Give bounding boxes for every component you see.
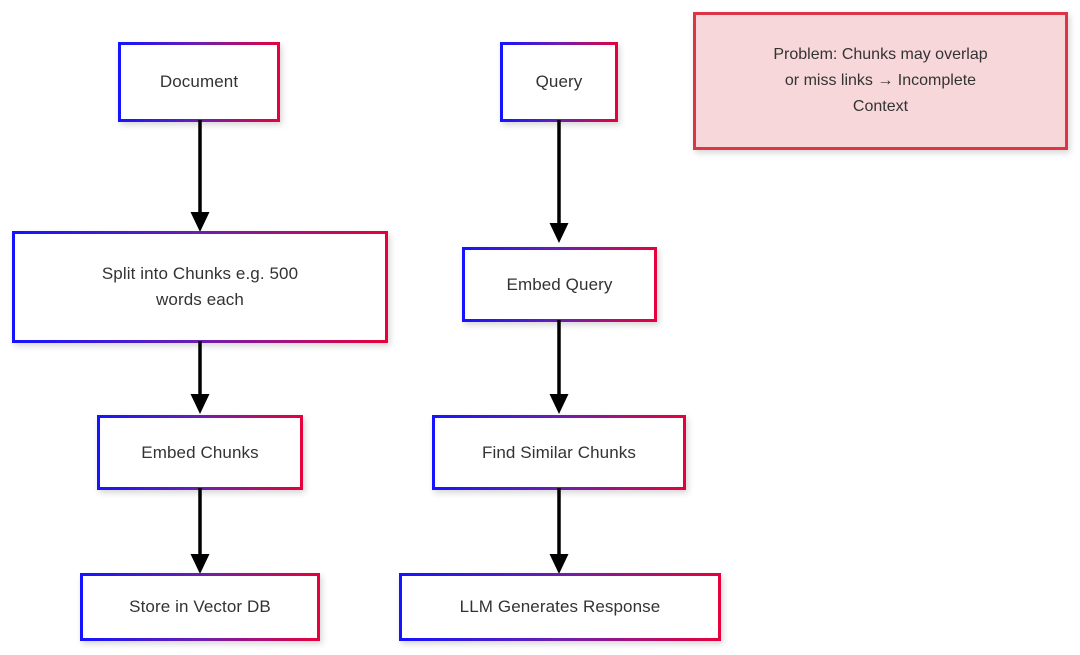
arrow-find-similar-chunks-to-llm-generates <box>544 488 574 575</box>
arrow-document-to-split-chunks <box>185 120 215 233</box>
node-find-similar-chunks[interactable]: Find Similar Chunks <box>432 415 686 490</box>
node-find-similar-chunks-body: Find Similar Chunks <box>435 418 683 487</box>
node-query-label: Query <box>535 72 583 91</box>
node-find-similar-chunks-label: Find Similar Chunks <box>481 442 636 462</box>
node-store-vector-db-label: Store in Vector DB <box>129 597 271 616</box>
arrow-query-to-embed-query <box>544 120 574 244</box>
node-document-label: Document <box>159 72 239 91</box>
node-split-chunks[interactable]: Split into Chunks e.g. 500 words each <box>12 231 388 343</box>
node-llm-generates-response-label: LLM Generates Response <box>459 597 661 616</box>
node-embed-chunks[interactable]: Embed Chunks <box>97 415 303 490</box>
node-split-chunks-label: Split into Chunks e.g. 500 words each <box>101 264 299 309</box>
node-embed-query-body: Embed Query <box>465 250 654 319</box>
arrow-embed-chunks-to-store-vector-db <box>185 488 215 575</box>
node-store-vector-db[interactable]: Store in Vector DB <box>80 573 320 641</box>
node-query[interactable]: Query <box>500 42 618 122</box>
problem-callout[interactable]: Problem: Chunks may overlap or miss link… <box>693 12 1068 150</box>
node-embed-query-label: Embed Query <box>506 274 613 294</box>
node-embed-chunks-label: Embed Chunks <box>141 442 259 462</box>
node-document-body: Document <box>121 45 277 119</box>
node-llm-generates-response[interactable]: LLM Generates Response <box>399 573 721 641</box>
node-split-chunks-body: Split into Chunks e.g. 500 words each <box>15 234 385 340</box>
node-query-body: Query <box>503 45 615 119</box>
node-store-vector-db-body: Store in Vector DB <box>83 576 317 638</box>
problem-callout-label: Problem: Chunks may overlap or miss link… <box>773 46 988 115</box>
node-document[interactable]: Document <box>118 42 280 122</box>
node-embed-query[interactable]: Embed Query <box>462 247 657 322</box>
arrow-split-chunks-to-embed-chunks <box>185 341 215 415</box>
arrow-embed-query-to-find-similar-chunks <box>544 320 574 415</box>
node-llm-generates-response-body: LLM Generates Response <box>402 576 718 638</box>
node-embed-chunks-body: Embed Chunks <box>100 418 300 487</box>
